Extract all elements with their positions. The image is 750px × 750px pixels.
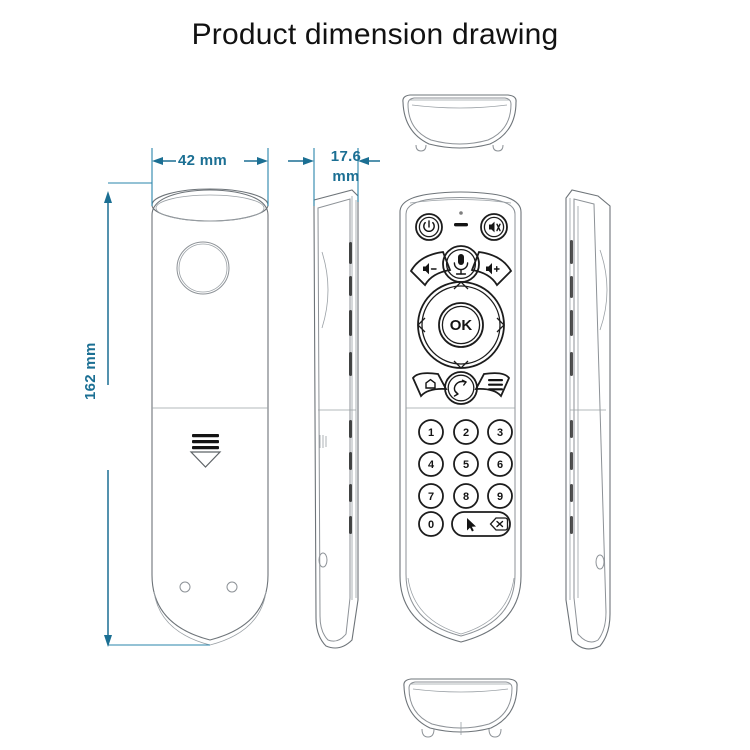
keypad[interactable]: 1 2 3 4 5 6 7 8 9 0 xyxy=(418,419,513,537)
key-1-label: 1 xyxy=(428,427,434,439)
screw-hole-right xyxy=(226,581,238,593)
front-view: OK xyxy=(399,191,522,643)
navigation-dpad[interactable]: OK xyxy=(417,281,505,369)
dimension-thickness-value: 17.6 xyxy=(330,148,362,165)
dimension-thickness-label: 17.6 mm xyxy=(322,147,370,187)
speaker-circle xyxy=(176,241,230,295)
dim-thickness xyxy=(288,157,380,165)
microphone-button[interactable] xyxy=(442,245,480,283)
key-8-label: 8 xyxy=(463,491,469,503)
key-9-label: 9 xyxy=(497,491,503,503)
key-5[interactable]: 5 xyxy=(453,451,479,477)
right-side-view xyxy=(565,189,611,650)
battery-cover-latch xyxy=(189,434,222,468)
dimension-thickness-unit: mm xyxy=(332,168,360,185)
back-view xyxy=(151,188,269,646)
bottom-end-view xyxy=(403,678,518,738)
volume-up-button[interactable] xyxy=(470,251,513,287)
up-arrow-icon xyxy=(453,281,469,290)
key-5-label: 5 xyxy=(463,459,469,471)
key-4-label: 4 xyxy=(428,459,435,471)
dim-height xyxy=(104,191,112,647)
key-0-label: 0 xyxy=(428,519,434,531)
right-arrow-icon xyxy=(496,317,505,333)
key-2[interactable]: 2 xyxy=(453,419,479,445)
key-4[interactable]: 4 xyxy=(418,451,444,477)
dimension-width-label: 42 mm xyxy=(178,152,228,169)
dimension-annotations xyxy=(104,148,380,647)
volume-down-button[interactable] xyxy=(409,251,452,287)
key-2-label: 2 xyxy=(463,427,469,439)
key-6[interactable]: 6 xyxy=(487,451,513,477)
key-3[interactable]: 3 xyxy=(487,419,513,445)
led-indicator xyxy=(454,211,468,227)
back-button[interactable] xyxy=(444,371,478,405)
menu-button[interactable] xyxy=(474,372,511,398)
key-7[interactable]: 7 xyxy=(418,483,444,509)
home-button[interactable] xyxy=(411,372,448,398)
key-0[interactable]: 0 xyxy=(418,511,444,537)
dimension-height-label: 162 mm xyxy=(82,342,99,400)
power-button[interactable] xyxy=(415,213,443,241)
left-side-view xyxy=(313,189,359,649)
ok-button-label: OK xyxy=(450,317,473,334)
dim-width xyxy=(152,157,268,165)
air-mouse-button[interactable] xyxy=(467,518,476,532)
screw-hole-left xyxy=(179,581,191,593)
left-arrow-icon xyxy=(417,317,426,333)
down-arrow-icon xyxy=(453,360,469,369)
key-8[interactable]: 8 xyxy=(453,483,479,509)
key-7-label: 7 xyxy=(428,491,434,503)
key-9[interactable]: 9 xyxy=(487,483,513,509)
mute-button[interactable] xyxy=(480,213,508,241)
backspace-button[interactable] xyxy=(489,517,509,531)
key-6-label: 6 xyxy=(497,459,503,471)
top-end-view xyxy=(402,94,517,152)
key-3-label: 3 xyxy=(497,427,503,439)
key-1[interactable]: 1 xyxy=(418,419,444,445)
page-title: Product dimension drawing xyxy=(191,18,559,51)
